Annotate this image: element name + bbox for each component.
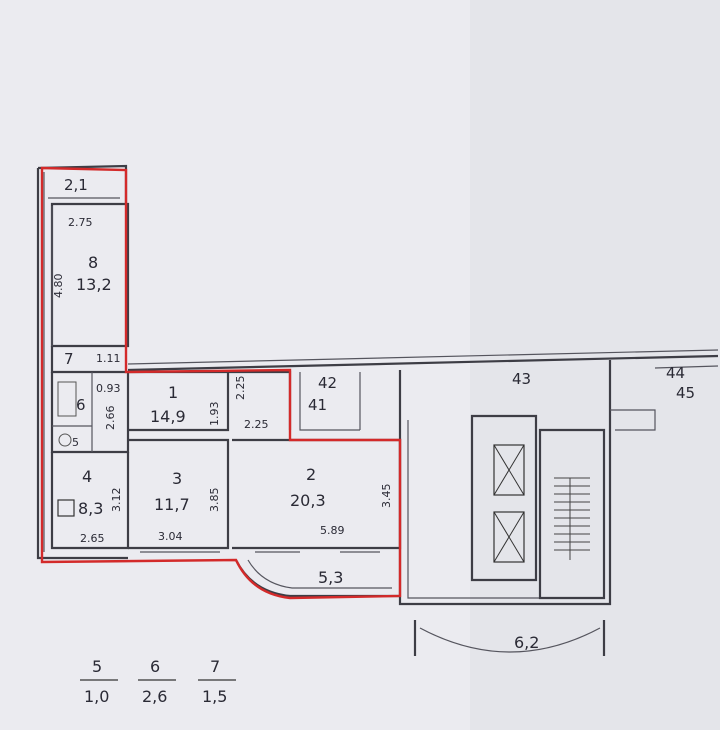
entrance-walls (413, 620, 606, 656)
room-8-area: 13,2 (76, 275, 112, 294)
elevator-1-cross (493, 444, 525, 496)
elevator-2 (493, 511, 525, 563)
legend-val-7: 1,5 (202, 687, 227, 706)
room-3-number: 3 (172, 469, 182, 488)
balcony-area: 5,3 (318, 568, 343, 587)
room-4-number: 4 (82, 467, 92, 486)
room-1-dim: 1.93 (208, 402, 221, 427)
label-42: 42 (318, 374, 337, 392)
room-6-dim-a: 0.93 (96, 382, 121, 395)
stairwell (538, 428, 606, 600)
room-1-number: 1 (168, 383, 178, 402)
hall-height: 2.25 (234, 376, 247, 401)
paper-shadow (470, 0, 720, 730)
label-43: 43 (512, 370, 531, 388)
room-4-height: 3.12 (110, 488, 123, 513)
room-4-walls (50, 452, 130, 550)
stair-block-inner (407, 420, 604, 599)
room-6-dim-b: 2.66 (104, 406, 117, 431)
stair-area: 6,2 (514, 633, 539, 652)
toilet-icon (58, 433, 72, 447)
entrance-canopy (419, 627, 601, 653)
room-5-number: 5 (72, 436, 79, 449)
top-corridor-wall-outer (127, 349, 719, 365)
legend-val-6: 2,6 (142, 687, 167, 706)
area-legend: 5 1,0 6 2,6 7 1,5 (80, 657, 236, 706)
stair-steps (554, 477, 590, 560)
apartment-outline (40, 166, 402, 600)
elevator-shaft (470, 414, 538, 582)
right-room-wall (610, 409, 656, 431)
room-8-number: 8 (88, 253, 98, 272)
room-3-width: 3.04 (158, 530, 183, 543)
room-7-dim: 1.11 (96, 352, 121, 365)
legend-num-7: 7 (210, 657, 220, 676)
room-8-height: 4.80 (52, 274, 65, 299)
loggia-area: 2,1 (64, 176, 88, 194)
stove-icon (57, 499, 75, 517)
room-4-area: 8,3 (78, 499, 103, 518)
legend-num-6: 6 (150, 657, 160, 676)
room-2-number: 2 (306, 465, 316, 484)
room-3-height: 3.85 (208, 488, 221, 513)
room-8-width: 2.75 (68, 216, 93, 229)
label-44: 44 (666, 364, 685, 382)
legend-num-5: 5 (92, 657, 102, 676)
hall-width: 2.25 (244, 418, 269, 431)
room-7-number: 7 (64, 350, 74, 368)
room-2-width: 5.89 (320, 524, 345, 537)
room-2-area: 20,3 (290, 491, 326, 510)
elevator-2-cross (493, 511, 525, 563)
label-41: 41 (308, 396, 327, 414)
bathtub (57, 381, 77, 417)
room-6-number: 6 (76, 396, 86, 414)
legend-val-5: 1,0 (84, 687, 109, 706)
bath-walls (50, 372, 130, 454)
balcony-rail (247, 559, 392, 589)
room-labels: 2,1 2.75 4.80 8 13,2 7 1.11 6 0.93 2.66 … (52, 176, 695, 652)
right-room-top (654, 365, 719, 369)
room-41-walls (299, 372, 361, 431)
label-45: 45 (676, 384, 695, 402)
outer-wall-left (36, 168, 128, 560)
room-1-area: 14,9 (150, 407, 186, 426)
elevator-1 (493, 444, 525, 496)
top-corridor-wall (127, 354, 719, 372)
room-2-height: 3.45 (380, 484, 393, 509)
room-4-width: 2.65 (80, 532, 105, 545)
room-3-area: 11,7 (154, 495, 190, 514)
room-3-walls (128, 438, 230, 550)
